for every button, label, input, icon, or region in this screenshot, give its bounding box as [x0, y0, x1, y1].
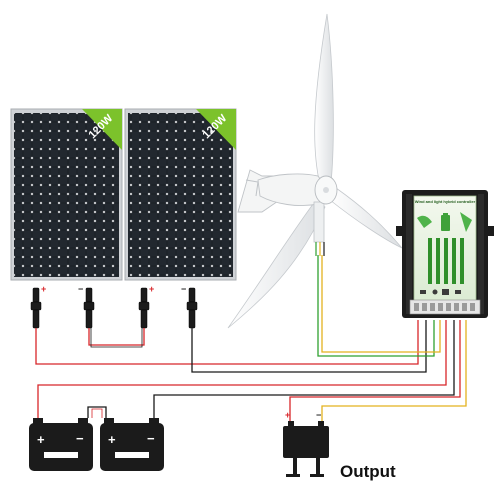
svg-text:−: −: [147, 431, 155, 446]
panel-1-badge: 120W: [82, 109, 122, 150]
solar-panel-1: 120W: [10, 108, 123, 281]
battery-1: + −: [29, 418, 93, 471]
solar-panel-2: 120W: [124, 108, 237, 281]
svg-text:+: +: [41, 284, 46, 294]
svg-text:+: +: [149, 284, 154, 294]
wind-turbine: [227, 13, 403, 329]
svg-text:−: −: [76, 431, 84, 446]
svg-text:−: −: [181, 284, 186, 294]
controller-title: Wind and light hybrid controller: [415, 199, 476, 204]
svg-text:+: +: [285, 410, 290, 420]
svg-text:+: +: [37, 432, 45, 447]
mc4-connectors: [30, 287, 198, 329]
load-device: + −: [283, 410, 329, 477]
charge-controller: Wind and light hybrid controller: [396, 190, 494, 318]
wiring: [35, 255, 467, 425]
svg-text:−: −: [316, 410, 321, 420]
polarity-marks: + − + −: [41, 284, 186, 294]
output-label: Output: [340, 462, 396, 481]
svg-text:+: +: [108, 432, 116, 447]
svg-text:−: −: [78, 284, 83, 294]
battery-2: + −: [100, 418, 164, 471]
